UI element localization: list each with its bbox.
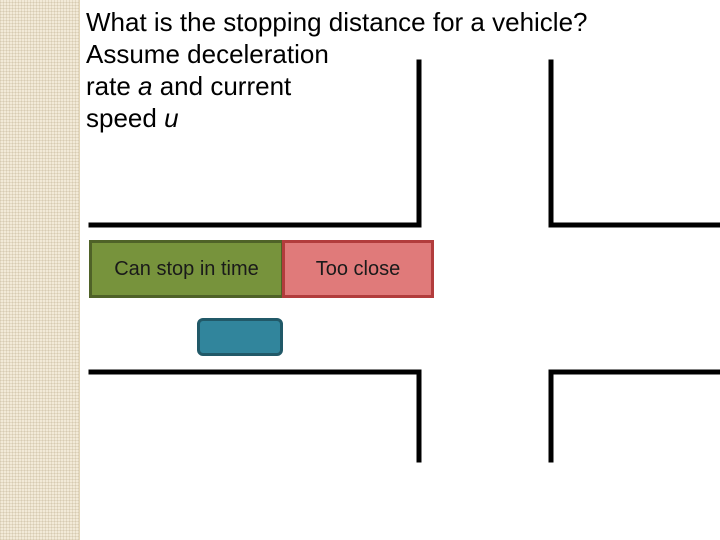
can-stop-label: Can stop in time bbox=[114, 257, 259, 280]
road-edge-bottom-right bbox=[548, 369, 720, 463]
question-line-3-suffix: and current bbox=[152, 71, 292, 101]
too-close-zone: Too close bbox=[282, 240, 434, 298]
question-line-2: Assume deceleration bbox=[86, 39, 329, 69]
too-close-label: Too close bbox=[315, 257, 401, 280]
decorative-side-strip bbox=[0, 0, 80, 540]
question-line-3-prefix: rate bbox=[86, 71, 139, 101]
can-stop-zone: Can stop in time bbox=[89, 240, 284, 298]
variable-a: a bbox=[138, 71, 153, 101]
question-line-1: What is the stopping distance for a vehi… bbox=[86, 7, 588, 37]
variable-u: u bbox=[164, 103, 179, 133]
road-edge-top-left bbox=[88, 59, 422, 228]
vehicle-block bbox=[197, 318, 283, 356]
road-edge-bottom-left bbox=[88, 369, 422, 463]
road-edge-top-right bbox=[548, 59, 720, 228]
question-line-4-prefix: speed bbox=[86, 103, 165, 133]
question-text: What is the stopping distance for a vehi… bbox=[86, 6, 588, 134]
